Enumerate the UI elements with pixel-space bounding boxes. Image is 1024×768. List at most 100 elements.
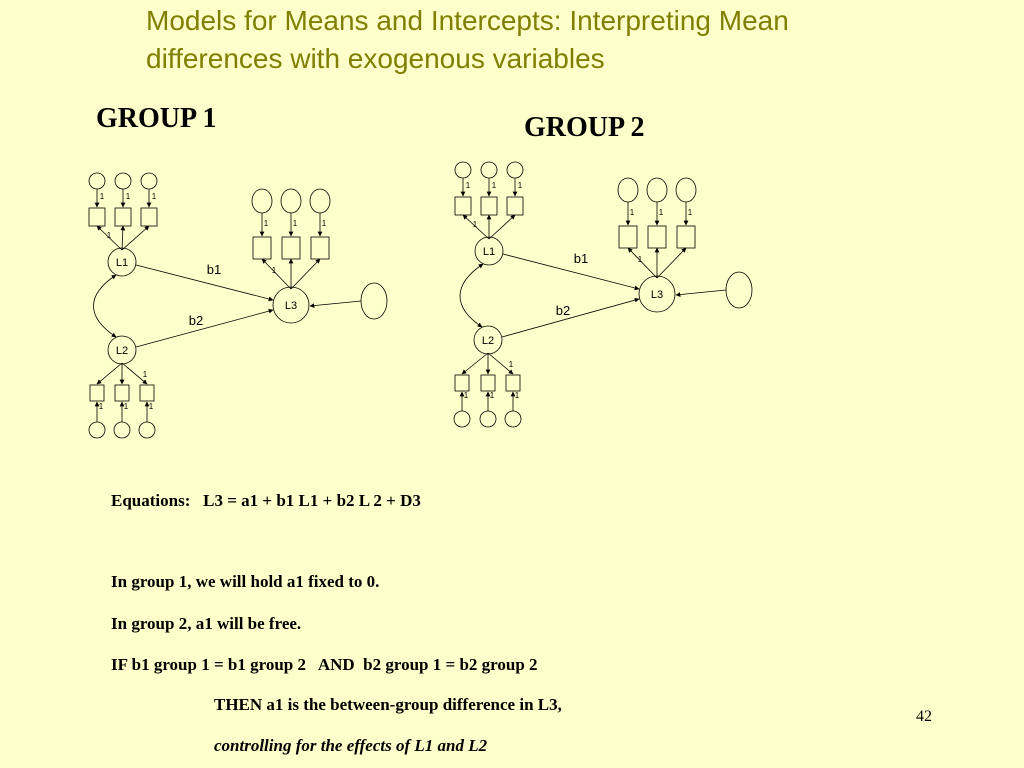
error-circle — [138, 421, 156, 439]
equation: L3 = a1 + b1 L1 + b2 L 2 + D3 — [203, 491, 421, 510]
indicator-box — [140, 207, 158, 227]
error-circle — [504, 410, 522, 428]
indicator-box — [676, 225, 696, 249]
error-circle — [113, 421, 131, 439]
indicator-box — [281, 236, 301, 260]
title-line-2: differences with exogenous variables — [146, 43, 605, 74]
error-circle — [506, 161, 524, 179]
fixed-one-label: 1 — [293, 219, 298, 228]
loading-path — [656, 247, 687, 279]
error-circle — [479, 410, 497, 428]
slide-number: 42 — [916, 708, 932, 725]
indicator-box — [454, 196, 472, 216]
loading-path — [121, 362, 148, 385]
latent-l2-label: L2 — [482, 335, 494, 347]
path-b2-label: b2 — [556, 303, 570, 318]
path-b1 — [502, 253, 640, 291]
covariance-l1-l2 — [93, 274, 117, 338]
fixed-one-label: 1 — [149, 402, 154, 411]
latent-l1 — [474, 236, 504, 266]
indicator-box — [139, 384, 155, 402]
equations-line: Equations: L3 = a1 + b1 L1 + b2 L 2 + D3 — [111, 491, 421, 511]
loading-path — [261, 258, 292, 290]
fixed-one-label: 1 — [152, 192, 157, 201]
fixed-one-label: 1 — [515, 391, 520, 400]
indicator-box — [480, 196, 498, 216]
latent-l1-label: L1 — [483, 246, 495, 258]
error-circle — [280, 188, 302, 214]
fixed-one-label: 1 — [466, 181, 471, 190]
loading-path — [121, 225, 150, 251]
error-circle — [480, 161, 498, 179]
loading-path — [96, 225, 123, 251]
indicator-box — [310, 236, 330, 260]
error-circle — [309, 188, 331, 214]
equations-prefix: Equations: — [111, 491, 191, 510]
error-circle — [88, 172, 106, 190]
fixed-one-label: 1 — [509, 360, 514, 369]
fixed-one-label: 1 — [473, 220, 478, 229]
loading-path — [290, 258, 321, 290]
loading-path — [462, 214, 490, 240]
path-b1-label: b1 — [207, 262, 221, 277]
loading-path — [627, 247, 658, 279]
fixed-one-label: 1 — [659, 208, 664, 217]
fixed-one-label: 1 — [464, 391, 469, 400]
group-1-label: GROUP 1 — [96, 103, 217, 134]
error-circle — [617, 177, 639, 203]
latent-l3-label: L3 — [651, 289, 663, 301]
indicator-box — [114, 207, 132, 227]
indicator-box — [88, 207, 106, 227]
latent-l1 — [107, 247, 137, 277]
loading-path — [96, 362, 123, 385]
fixed-one-label: 1 — [638, 255, 643, 264]
path-b1 — [135, 264, 274, 302]
title-line-1: Models for Means and Intercepts: Interpr… — [146, 5, 789, 36]
fixed-one-label: 1 — [630, 208, 635, 217]
loading-path — [120, 225, 126, 251]
error-circle — [453, 410, 471, 428]
fixed-one-label: 1 — [492, 181, 497, 190]
fixed-one-label: 1 — [264, 219, 269, 228]
fixed-one-label: 1 — [99, 402, 104, 411]
error-circle — [114, 172, 132, 190]
indicator-box — [252, 236, 272, 260]
indicator-box — [647, 225, 667, 249]
latent-l3-label: L3 — [285, 300, 297, 312]
path-b2 — [501, 297, 640, 338]
latent-l2 — [473, 325, 503, 355]
fixed-one-label: 1 — [322, 219, 327, 228]
indicator-box — [114, 384, 130, 402]
conclusion-note: controlling for the effects of L1 and L2 — [214, 736, 488, 755]
equality-condition: IF b1 group 1 = b1 group 2 AND b2 group … — [111, 655, 538, 674]
indicator-box — [480, 374, 496, 392]
fixed-one-label: 1 — [107, 231, 112, 240]
loading-path — [488, 214, 516, 240]
group-2-label: GROUP 2 — [524, 112, 645, 143]
path-b2-label: b2 — [189, 313, 203, 328]
fixed-one-label: 1 — [688, 208, 693, 217]
fixed-one-label: 1 — [490, 391, 495, 400]
fixed-one-label: 1 — [272, 266, 277, 275]
latent-l2 — [107, 335, 137, 365]
conclusion-line: THEN a1 is the between-group difference … — [214, 695, 562, 714]
latent-l1-label: L1 — [116, 257, 128, 269]
indicator-box — [454, 374, 470, 392]
indicator-box — [618, 225, 638, 249]
error-circle — [251, 188, 273, 214]
fixed-one-label: 1 — [518, 181, 523, 190]
fixed-one-label: 1 — [143, 370, 148, 379]
error-circle — [140, 172, 158, 190]
indicator-box — [505, 374, 521, 392]
covariance-l1-l2 — [459, 263, 484, 328]
error-circle — [88, 421, 106, 439]
error-circle — [675, 177, 697, 203]
disturbance-d3 — [725, 271, 753, 309]
loading-path — [461, 352, 489, 375]
latent-l2-label: L2 — [116, 345, 128, 357]
fixed-one-label: 1 — [124, 402, 129, 411]
latent-l3 — [638, 275, 676, 313]
disturbance-d3 — [360, 282, 388, 320]
